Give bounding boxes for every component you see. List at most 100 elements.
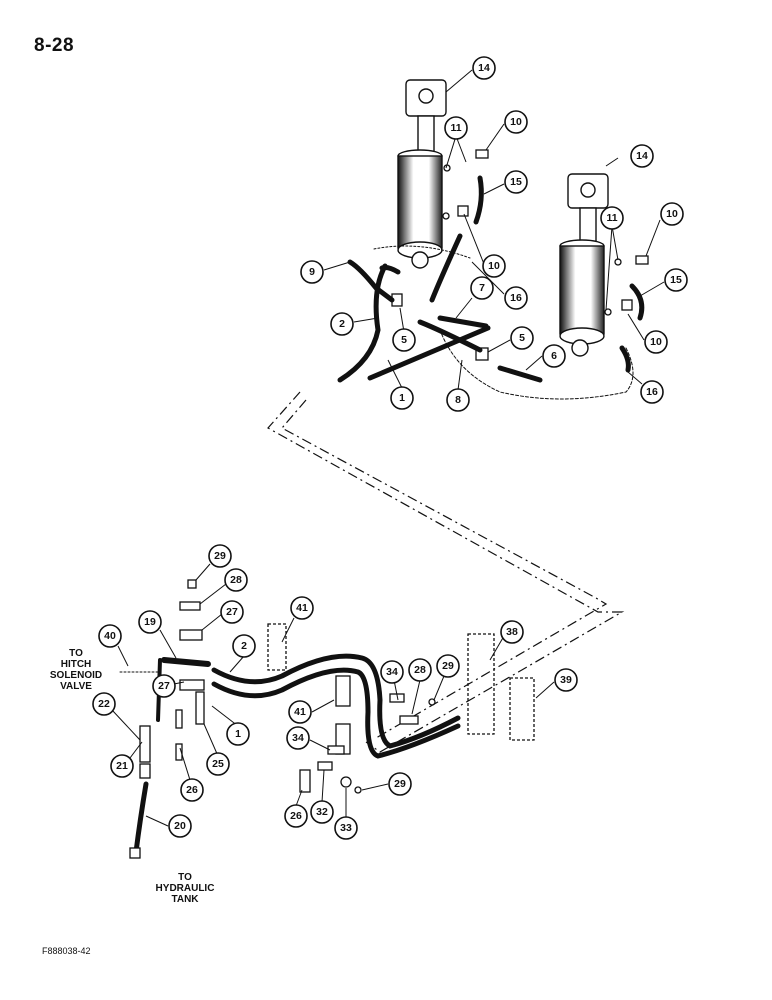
- callout-10: 10: [504, 110, 528, 134]
- callout-5: 5: [510, 326, 534, 350]
- callout-19: 19: [138, 610, 162, 634]
- callout-29: 29: [208, 544, 232, 568]
- svg-text:28: 28: [414, 664, 426, 676]
- callout-26: 26: [284, 804, 308, 828]
- callout-6: 6: [542, 344, 566, 368]
- svg-text:2: 2: [339, 318, 345, 330]
- svg-text:29: 29: [442, 660, 454, 672]
- callout-7: 7: [470, 276, 494, 300]
- right-lift-cylinder: [559, 173, 609, 357]
- svg-text:11: 11: [606, 212, 617, 224]
- svg-text:5: 5: [401, 334, 407, 346]
- svg-text:34: 34: [386, 666, 398, 678]
- svg-text:32: 32: [316, 806, 328, 818]
- callout-2: 2: [232, 634, 256, 658]
- callout-26: 26: [180, 778, 204, 802]
- svg-text:21: 21: [116, 760, 128, 772]
- routing-line-inner: [281, 399, 608, 739]
- callout-41: 41: [290, 596, 314, 620]
- callout-8: 8: [446, 388, 470, 412]
- callout-1: 1: [226, 722, 250, 746]
- callout-29: 29: [436, 654, 460, 678]
- callout-27: 27: [152, 674, 176, 698]
- page-number: 8-28: [34, 35, 75, 56]
- callout-29: 29: [388, 772, 412, 796]
- svg-text:34: 34: [292, 732, 304, 744]
- svg-text:28: 28: [230, 574, 242, 586]
- callout-34: 34: [380, 660, 404, 684]
- svg-text:15: 15: [670, 274, 682, 286]
- callout-28: 28: [224, 568, 248, 592]
- upper-hoses: [337, 175, 645, 400]
- callout-21: 21: [110, 754, 134, 778]
- svg-text:40: 40: [104, 630, 116, 642]
- svg-text:10: 10: [666, 208, 678, 220]
- svg-text:15: 15: [510, 176, 522, 188]
- callout-25: 25: [206, 752, 230, 776]
- callout-39: 39: [554, 668, 578, 692]
- callout-1: 1: [390, 386, 414, 410]
- svg-text:29: 29: [394, 778, 406, 790]
- callout-32: 32: [310, 800, 334, 824]
- svg-text:29: 29: [214, 550, 226, 562]
- svg-text:25: 25: [212, 758, 224, 770]
- svg-text:11: 11: [450, 122, 461, 134]
- callout-11: 11: [600, 206, 624, 230]
- callout-15: 15: [664, 268, 688, 292]
- svg-text:14: 14: [636, 150, 648, 162]
- svg-text:10: 10: [510, 116, 522, 128]
- svg-text:20: 20: [174, 820, 186, 832]
- figure-code: F888038-42: [42, 946, 91, 956]
- callout-14: 14: [630, 144, 654, 168]
- callout-27: 27: [220, 600, 244, 624]
- callout-11: 11: [444, 116, 468, 140]
- hydraulic-tank-label: TO HYDRAULIC TANK: [155, 872, 215, 905]
- svg-text:6: 6: [551, 350, 557, 362]
- svg-text:39: 39: [560, 674, 572, 686]
- svg-text:22: 22: [98, 698, 110, 710]
- svg-text:9: 9: [309, 266, 315, 278]
- callout-16: 16: [504, 286, 528, 310]
- routing-line: [267, 391, 625, 753]
- svg-text:33: 33: [340, 822, 352, 834]
- callout-40: 40: [98, 624, 122, 648]
- svg-text:27: 27: [158, 680, 170, 692]
- svg-text:5: 5: [519, 332, 525, 344]
- svg-text:10: 10: [488, 260, 500, 272]
- callout-41: 41: [288, 700, 312, 724]
- svg-text:38: 38: [506, 626, 518, 638]
- svg-text:14: 14: [478, 62, 490, 74]
- svg-text:2: 2: [241, 640, 247, 652]
- left-lift-cylinder: [397, 79, 447, 269]
- svg-text:26: 26: [290, 810, 302, 822]
- svg-text:16: 16: [646, 386, 658, 398]
- callout-16: 16: [640, 380, 664, 404]
- svg-text:7: 7: [479, 282, 485, 294]
- callout-22: 22: [92, 692, 116, 716]
- callout-33: 33: [334, 816, 358, 840]
- callout-38: 38: [500, 620, 524, 644]
- callout-20: 20: [168, 814, 192, 838]
- svg-text:16: 16: [510, 292, 522, 304]
- callout-34: 34: [286, 726, 310, 750]
- svg-text:8: 8: [455, 394, 461, 406]
- mounting-brackets: [267, 623, 535, 741]
- svg-text:26: 26: [186, 784, 198, 796]
- callout-10: 10: [660, 202, 684, 226]
- hitch-solenoid-valve-label: TO HITCH SOLENOID VALVE: [49, 648, 103, 692]
- lower-fittings: [129, 579, 436, 859]
- svg-text:41: 41: [296, 602, 308, 614]
- callout-10: 10: [482, 254, 506, 278]
- callout-15: 15: [504, 170, 528, 194]
- callout-5: 5: [392, 328, 416, 352]
- svg-text:1: 1: [399, 392, 405, 404]
- callout-14: 14: [472, 56, 496, 80]
- svg-text:19: 19: [144, 616, 156, 628]
- svg-text:27: 27: [226, 606, 238, 618]
- callout-10: 10: [644, 330, 668, 354]
- callout-9: 9: [300, 260, 324, 284]
- svg-text:41: 41: [294, 706, 306, 718]
- svg-text:1: 1: [235, 728, 241, 740]
- svg-text:10: 10: [650, 336, 662, 348]
